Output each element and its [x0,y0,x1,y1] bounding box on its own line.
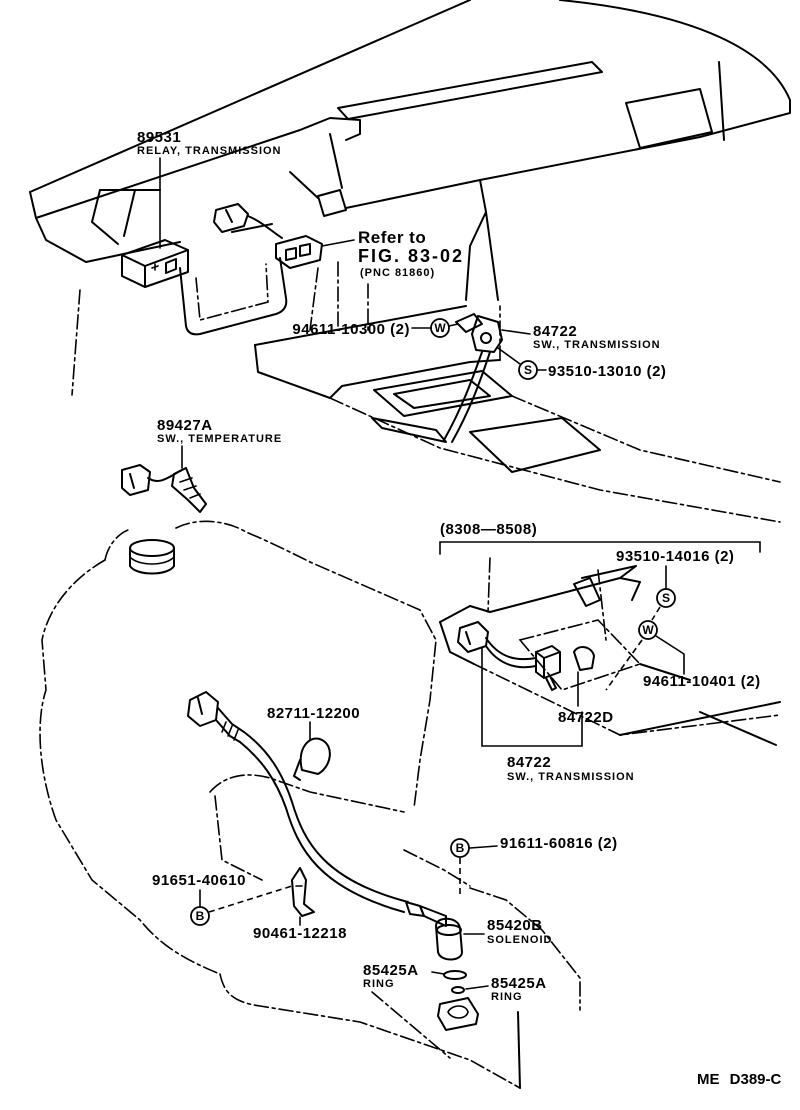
ring-right-description: RING [491,991,523,1003]
wiring-connector-upper [213,203,283,239]
switch-variant-part-number: 84722D [558,709,614,726]
figure-code: ME D389-C [697,1071,782,1088]
svg-text:W: W [642,623,654,637]
clip-part-number: 90461-12218 [253,925,347,942]
washer-upper-part-number: 94611-10300 (2) [292,321,410,338]
bolt-right-part-number: 91611-60816 (2) [500,835,618,852]
leader-washer-lower [655,635,685,675]
bolt-left-part-number: 91651-40610 [152,872,246,889]
solenoid-description: SOLENOID [487,934,552,946]
switch-upper-part-number: 84722 [533,323,577,340]
svg-text:B: B [196,909,205,923]
cable-clip-bracket [291,867,315,917]
svg-text:S: S [524,363,532,377]
svg-text:S: S [662,591,670,605]
screw-marker-upper: S [518,360,538,380]
temperature-switch [121,464,207,513]
switch-lower-description: SW., TRANSMISSION [507,771,635,783]
ring-left-part-number: 85425A [363,962,419,979]
variant-range: (8308—8508) [440,521,537,538]
o-rings [437,970,479,1031]
instrument-panel [29,0,791,396]
reference-line-1: Refer to [358,228,426,247]
relay-part-number: 89531 [137,129,181,146]
leader-bolt-right [469,845,498,849]
leader-switch-upper [501,329,531,335]
center-console [254,305,781,523]
ring-right-part-number: 85425A [491,975,547,992]
bolt-left-path [208,885,293,913]
switch-lower-part-number: 84722 [507,754,551,771]
transmission-switch-variant [457,621,595,691]
clamp-part-number: 82711-12200 [267,705,360,722]
svg-text:W: W [434,321,446,335]
leader-ring-left [431,971,445,975]
temp-switch-part-number: 89427A [157,417,213,434]
sensor-cable [187,691,409,913]
temp-switch-description: SW., TEMPERATURE [157,433,282,445]
reference-line-3: (PNC 81860) [360,267,435,279]
screw-marker-lower: S [656,588,676,608]
leader-screw-upper [497,347,547,371]
bolt-marker-right: B [450,838,470,858]
leader-washer-upper [411,323,459,329]
filler-cap [129,539,175,575]
solenoid-part-number: 85420B [487,917,543,934]
relay-description: RELAY, TRANSMISSION [137,145,282,157]
screw-lower-part-number: 93510-14016 (2) [616,548,734,565]
transmission-relay [121,239,189,288]
ring-left-description: RING [363,978,395,990]
screw-upper-part-number: 93510-13010 (2) [548,363,666,380]
wiring-connector-lower [275,235,323,269]
screw-lower-path [605,606,661,691]
variant-detail [439,541,781,746]
reference-line-2: FIG. 83-02 [358,246,464,266]
solenoid [405,901,463,961]
bolt-marker-left: B [190,906,210,926]
leader-ring-right [465,985,489,990]
cable-clamp [293,737,331,781]
switch-upper-description: SW., TRANSMISSION [533,339,661,351]
leader-reference [321,239,355,247]
washer-lower-part-number: 94611-10401 (2) [643,673,761,690]
washer-marker-upper: W [430,318,450,338]
washer-marker-lower: W [638,620,658,640]
transmission-switch-upper [443,313,503,443]
svg-text:B: B [456,841,465,855]
switch-lower-bracket [481,647,583,747]
transmission-case-outline [39,520,581,1089]
